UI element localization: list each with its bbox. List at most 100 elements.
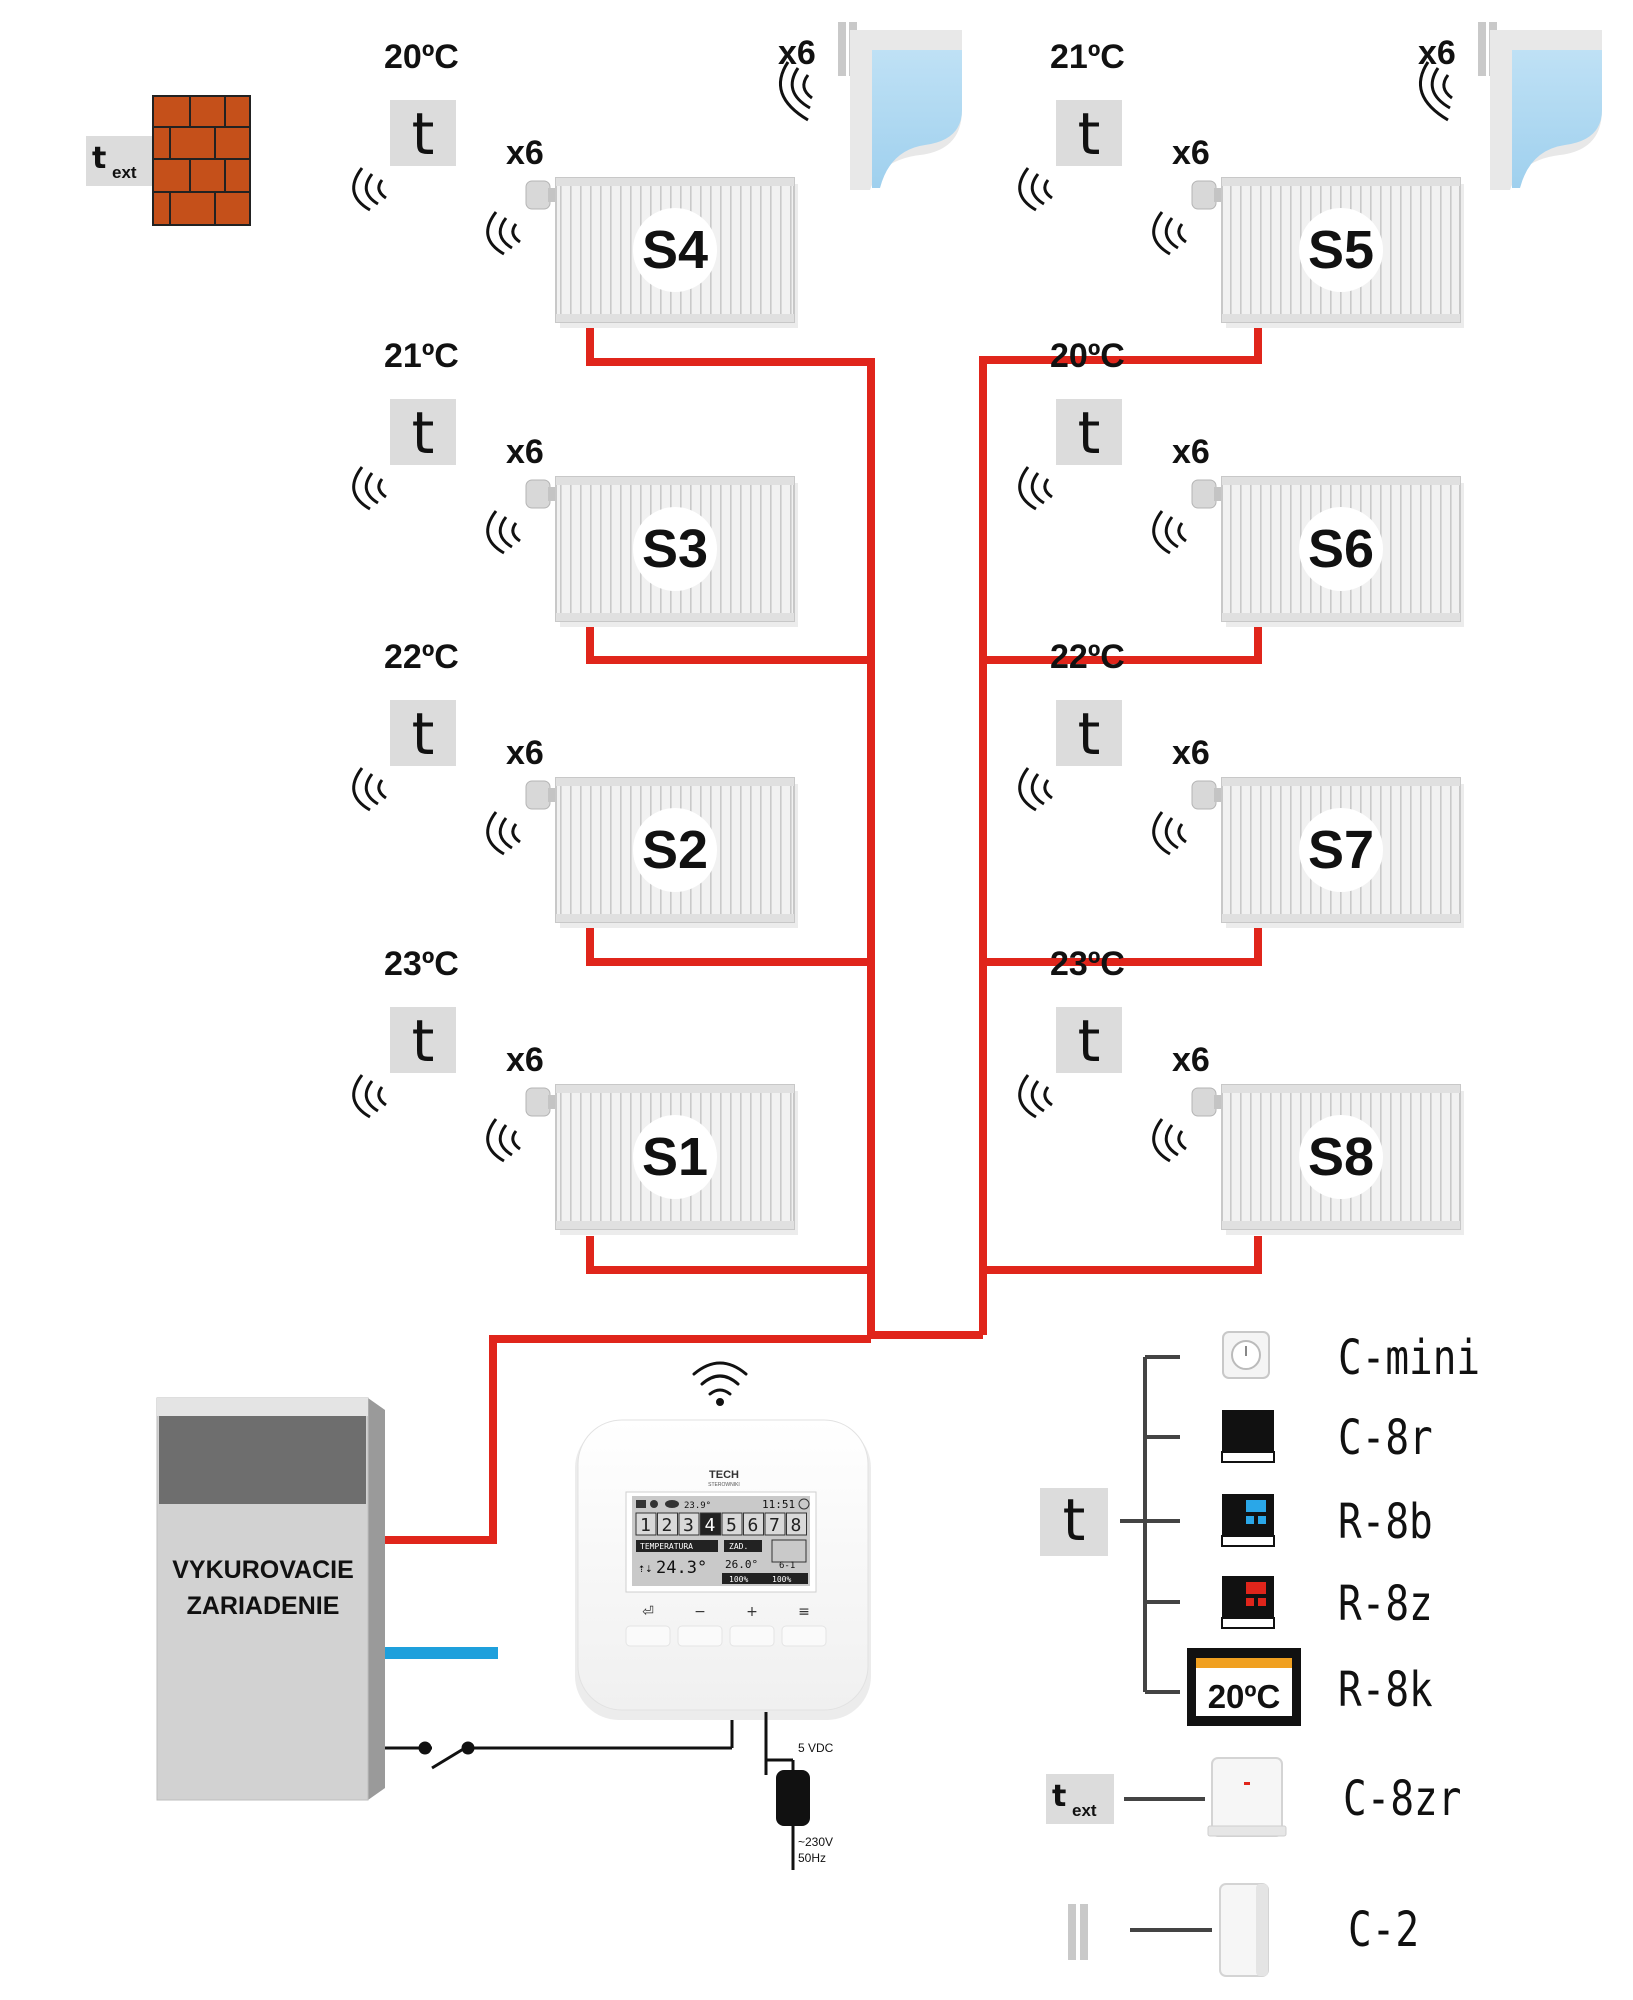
window-sensor-right (1418, 22, 1602, 190)
wireless-signal-icon (1018, 466, 1053, 511)
zone-set-temperature: 20ºC (384, 38, 459, 76)
lcd-schedule: 6-1 (779, 1561, 795, 1571)
controller-button-glyph: + (746, 1604, 758, 1620)
zone-label: S8 (1308, 1127, 1374, 1187)
room-sensor-box (390, 100, 456, 166)
wireless-signal-icon (1152, 1118, 1187, 1163)
zone-label: S4 (642, 220, 708, 280)
radiator (1221, 177, 1464, 328)
lcd-zone-box (700, 1512, 721, 1536)
lcd-zone-box (635, 1512, 657, 1536)
lcd-zone-number: 8 (791, 1515, 802, 1536)
supply-pipes (385, 328, 1262, 1544)
zone-valve-count: x6 (506, 1041, 544, 1079)
zone-valve-count: x6 (1172, 134, 1210, 172)
controller-brand: TECH (709, 1469, 739, 1481)
controller-button[interactable] (677, 1625, 723, 1647)
window-sensor-left (778, 22, 962, 190)
main-controller (575, 1419, 871, 1720)
legend-item-c-8r: C-8r (1338, 1410, 1433, 1466)
lcd-signal-level: 100% (729, 1575, 748, 1584)
controller-button[interactable] (781, 1625, 827, 1647)
heating-device-label-line2: ZARIADENIE (187, 1592, 340, 1620)
flame-icon (650, 1500, 658, 1508)
lcd-zone-box (764, 1512, 786, 1536)
thermostatic-valve-icon (1191, 1087, 1224, 1117)
thermostatic-valve-icon (1191, 479, 1224, 509)
zone-valve-count: x6 (1172, 734, 1210, 772)
legend-item-c-8zr: C-8zr (1343, 1771, 1461, 1827)
room-sensor-box (1056, 1007, 1122, 1073)
room-sensor-box (390, 1007, 456, 1073)
controller-button-glyph: ≡ (798, 1604, 810, 1620)
ext-sensor-symbol: t (92, 141, 106, 176)
zone-label: S6 (1308, 519, 1374, 579)
controller-button[interactable] (625, 1625, 671, 1647)
thermostatic-valve-icon (1191, 780, 1224, 810)
legend-item-r-8z: R-8z (1338, 1576, 1433, 1632)
wireless-signal-icon (352, 167, 387, 212)
lcd-tab-setpoint: ZAD. (729, 1542, 748, 1551)
lcd-zone-box (743, 1512, 764, 1536)
room-sensor-box (1056, 100, 1122, 166)
wireless-signal-icon (486, 510, 521, 555)
power-ac-label-1: ~230V (798, 1835, 833, 1849)
lcd-zone-number: 5 (726, 1515, 737, 1536)
zone-set-temperature: 22ºC (384, 638, 459, 676)
wireless-signal-icon (352, 1074, 387, 1119)
lcd-battery-level: 100% (772, 1575, 791, 1584)
controller-buttons: ⏎ − + ≡ (625, 1604, 827, 1647)
zone-label: S7 (1308, 820, 1374, 880)
zone-label: S5 (1308, 220, 1374, 280)
wireless-signal-icon (1018, 1074, 1053, 1119)
lcd-zone-box (786, 1512, 807, 1536)
room-sensor-symbol: t (412, 100, 435, 168)
lcd-zone-box (657, 1512, 678, 1536)
zone-label: S1 (642, 1127, 708, 1187)
power-ac-label-2: 50Hz (798, 1851, 826, 1865)
lcd-outdoor-temp: 23.9° (684, 1501, 711, 1511)
lcd-set-temp: 26.0° (725, 1558, 758, 1571)
outside-wall (86, 95, 251, 226)
zone-valve-count: x6 (506, 134, 544, 172)
legend-ext-sensor-subscript: ext (1072, 1801, 1097, 1820)
legend-sensor-box (1040, 1488, 1108, 1556)
lcd-current-temp: 24.3° (656, 1558, 707, 1578)
radiator (1221, 476, 1464, 627)
controller-brand-sub: STEROWNIKI (708, 1482, 740, 1488)
zone-set-temperature: 23ºC (384, 945, 459, 983)
r-8k-device-icon (1187, 1648, 1301, 1726)
wireless-signal-icon (486, 211, 521, 256)
lcd-zone-number: 3 (683, 1515, 694, 1536)
zone-label: S2 (642, 820, 708, 880)
thermostatic-valve-icon (1191, 180, 1224, 210)
zone-set-temperature: 20ºC (1050, 337, 1125, 375)
radiator (1221, 777, 1464, 928)
radiator (555, 476, 798, 627)
controller-button[interactable] (729, 1625, 775, 1647)
c-mini-device-icon (1222, 1331, 1270, 1379)
legend-item-c-2: C-2 (1348, 1902, 1419, 1958)
room-sensor-symbol: t (1078, 399, 1101, 467)
room-sensor-symbol: t (1078, 700, 1101, 768)
zone-valve-count: x6 (1172, 433, 1210, 471)
r-8b-device-icon (1221, 1494, 1275, 1547)
controller-button-glyph: − (694, 1604, 706, 1620)
legend-ext-sensor-symbol: t (1052, 1779, 1066, 1814)
thermostatic-valve-icon (525, 180, 558, 210)
lcd-zone-box (721, 1512, 743, 1536)
c-8r-device-icon (1221, 1410, 1275, 1463)
wireless-signal-icon (352, 767, 387, 812)
room-sensor-symbol: t (1078, 1007, 1101, 1075)
controller-button-glyph: ⏎ (642, 1604, 654, 1620)
lcd-time: 11:51 (762, 1498, 795, 1511)
wifi-icon (692, 1361, 748, 1406)
wireless-signal-icon (1152, 211, 1187, 256)
room-sensor-symbol: t (412, 700, 435, 768)
thermostatic-valve-icon (525, 479, 558, 509)
